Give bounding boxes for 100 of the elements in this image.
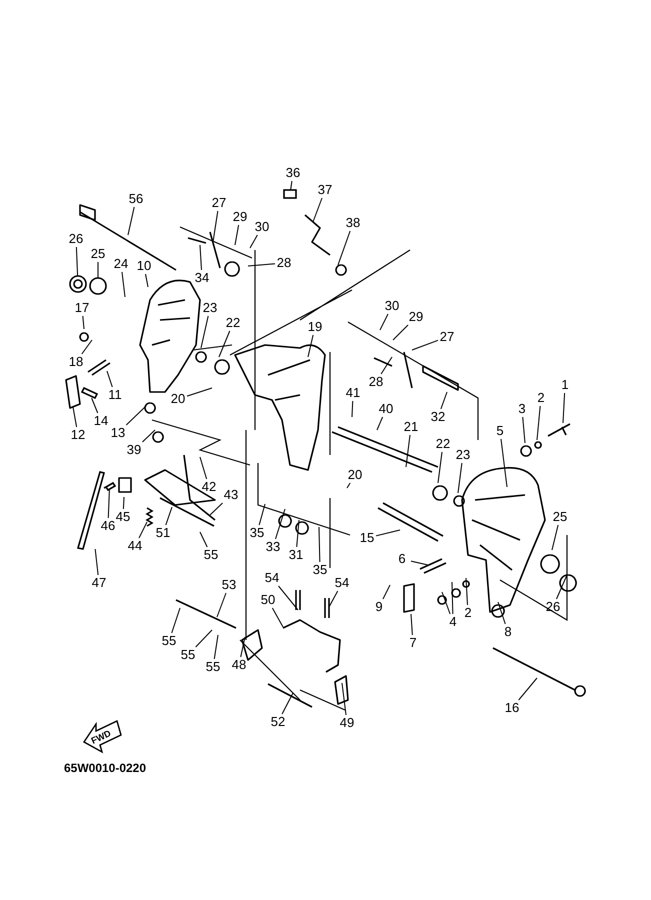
callout-number: 32: [430, 410, 446, 424]
callout-number: 25: [90, 247, 106, 261]
leader-line: [328, 590, 338, 608]
callout-number: 47: [92, 576, 106, 590]
leader-line: [562, 392, 566, 424]
leader-line: [200, 244, 202, 270]
screw-drawing: [103, 482, 116, 491]
callout-number: 38: [346, 216, 360, 230]
leader-line: [382, 584, 390, 600]
callout-number: 2: [464, 606, 472, 620]
leader-line: [200, 316, 209, 348]
leader-line: [200, 532, 208, 548]
callout-number: 24: [114, 257, 128, 271]
leader-line: [392, 324, 408, 340]
callout-number: 54: [264, 571, 280, 585]
leader-line: [380, 356, 392, 374]
callout-number: 35: [250, 526, 264, 540]
callout-number: 46: [100, 519, 116, 533]
callout-number: 12: [70, 428, 86, 442]
block-part-drawing: [283, 189, 297, 199]
leader-line: [290, 180, 292, 190]
callout-number: 27: [212, 196, 226, 210]
leader-line: [376, 416, 384, 430]
callout-number: 30: [254, 220, 270, 234]
callout-number: 43: [224, 488, 238, 502]
leader-line: [250, 234, 258, 248]
leader-line: [165, 506, 172, 526]
callout-number: 35: [312, 563, 328, 577]
leader-line: [452, 582, 454, 614]
leader-line: [410, 560, 428, 566]
leader-line: [376, 530, 400, 536]
callout-number: 19: [308, 320, 322, 334]
leader-line: [522, 416, 526, 444]
callout-number: 52: [270, 715, 286, 729]
leader-line: [352, 400, 354, 418]
callout-number: 22: [436, 437, 450, 451]
callout-number: 49: [340, 716, 354, 730]
leader-line: [318, 526, 320, 562]
leader-line: [346, 482, 351, 488]
callout-number: 36: [286, 166, 300, 180]
callout-number: 16: [504, 701, 520, 715]
leader-line: [500, 438, 508, 488]
leader-line: [308, 334, 314, 358]
pin-drawing: [80, 386, 98, 400]
callout-number: 26: [546, 600, 560, 614]
callout-number: 28: [368, 375, 384, 389]
leader-line: [200, 456, 208, 480]
leader-line: [218, 330, 230, 358]
leader-line: [552, 524, 559, 550]
leader-line: [278, 586, 298, 610]
leader-line: [212, 210, 218, 242]
nut-drawing: [69, 275, 87, 293]
collar-drawing: [89, 277, 107, 295]
leader-line: [410, 614, 413, 636]
callout-number: 2: [537, 391, 545, 405]
callout-number: 11: [108, 388, 122, 402]
leader-line: [248, 263, 276, 266]
callout-number: 27: [440, 330, 454, 344]
callout-number: 41: [346, 386, 360, 400]
leader-line: [282, 692, 294, 714]
leader-line: [142, 430, 156, 442]
callout-number: 1: [561, 378, 569, 392]
callout-number: 8: [504, 625, 512, 639]
leader-line: [438, 452, 442, 484]
leader-line: [442, 592, 451, 614]
leader-line: [214, 634, 218, 660]
leader-line: [72, 406, 78, 428]
callout-number: 26: [68, 232, 84, 246]
leader-line: [536, 406, 541, 440]
callout-number: 14: [94, 414, 108, 428]
leader-line: [106, 370, 113, 388]
callout-number: 18: [68, 355, 84, 369]
callout-number: 28: [276, 256, 292, 270]
leader-line: [94, 548, 99, 576]
leader-line: [338, 230, 351, 266]
leader-line: [342, 682, 346, 716]
callout-number: 31: [288, 548, 304, 562]
leader-line: [466, 578, 468, 606]
callout-number: 39: [126, 443, 142, 457]
leader-line: [171, 608, 180, 634]
callout-number: 10: [136, 259, 152, 273]
leader-line: [406, 434, 410, 468]
spring-drawing: [145, 507, 154, 527]
leader-line: [76, 246, 78, 276]
callout-number: 15: [360, 531, 374, 545]
callout-number: 13: [110, 426, 126, 440]
leader-line: [91, 398, 98, 414]
leader-line: [234, 224, 240, 246]
leader-line: [186, 388, 212, 397]
leader-line: [312, 198, 322, 222]
callout-number: 5: [496, 424, 504, 438]
leader-line: [82, 316, 84, 330]
leader-line: [518, 678, 538, 700]
leader-line: [122, 496, 124, 510]
callout-number: 48: [232, 658, 246, 672]
callout-number: 4: [449, 615, 457, 629]
leader-line: [498, 602, 506, 624]
callout-number: 51: [156, 526, 170, 540]
callout-number: 42: [202, 480, 216, 494]
callout-number: 37: [318, 183, 332, 197]
